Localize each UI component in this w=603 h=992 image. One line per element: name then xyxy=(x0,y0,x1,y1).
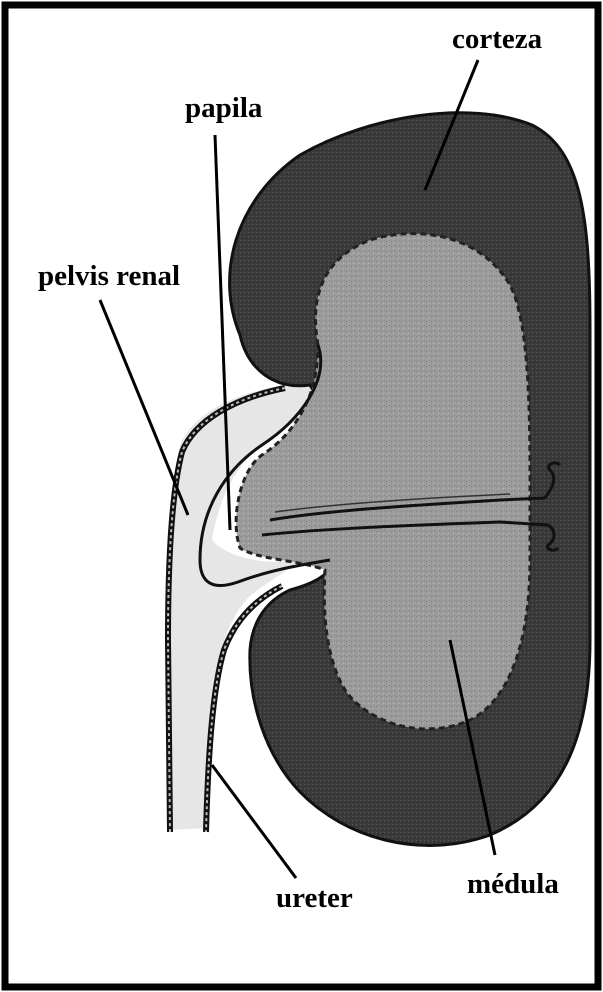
label-ureter: ureter xyxy=(276,882,353,914)
label-corteza: corteza xyxy=(452,23,543,55)
label-medula: médula xyxy=(467,868,559,900)
label-papila: papila xyxy=(185,92,263,124)
label-pelvis-renal: pelvis renal xyxy=(38,260,180,292)
